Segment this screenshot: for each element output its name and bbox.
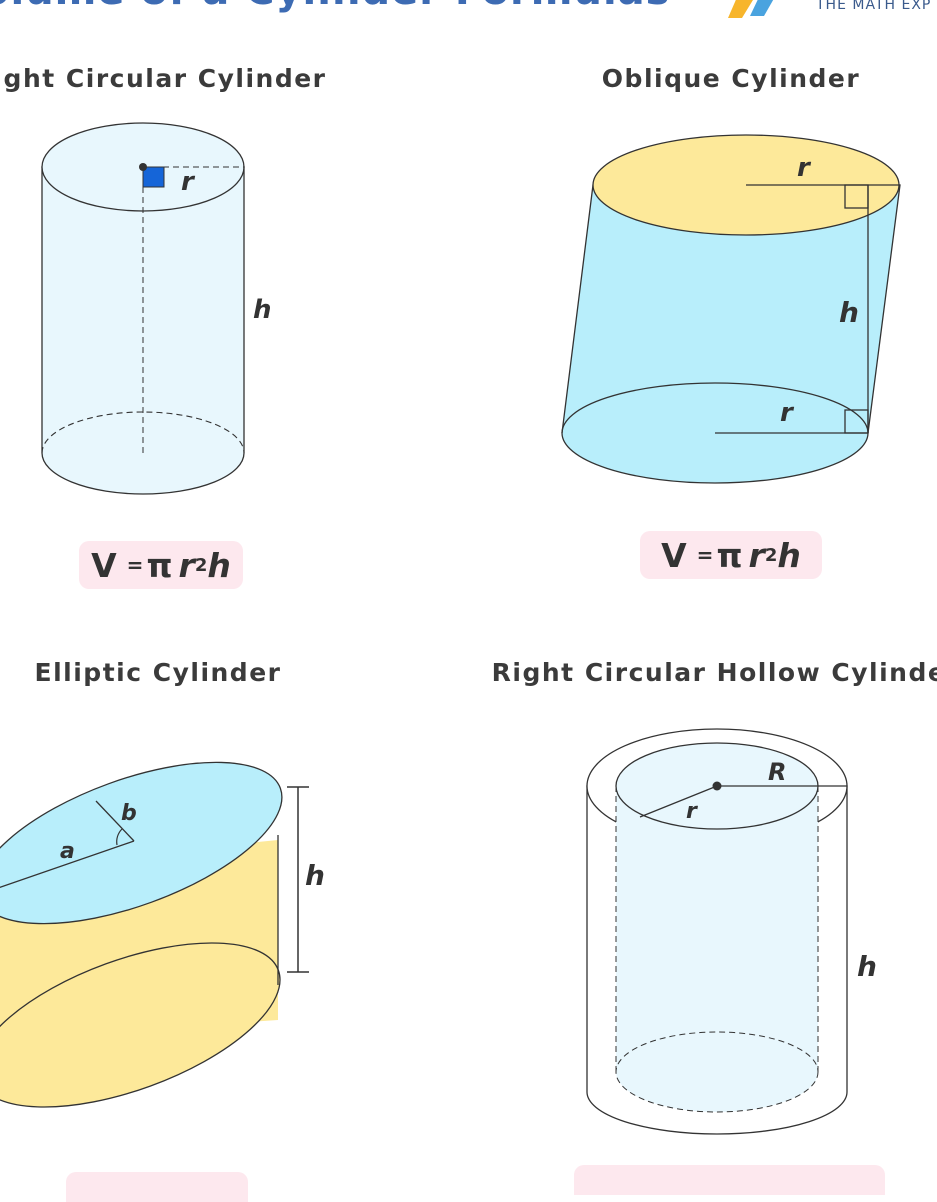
brand-name: THE MATH EXP [816,0,932,13]
hollow-cylinder-volume-formula [574,1165,885,1195]
page-title: olume of a Cylinder Formulas [0,0,670,14]
oblique-top-radius-label: r [797,153,812,183]
formula-pi: π [716,535,743,575]
semi-minor-axis-label: b [121,801,137,826]
formula-volume-symbol: V [91,545,117,585]
formula-radius: r [178,545,195,585]
elliptic-cylinder-diagram [0,761,309,1108]
elliptic-cylinder-volume-formula [66,1172,248,1202]
right-circular-cylinder-title: ight Circular Cylinder [0,64,327,93]
right-circular-cylinder-diagram [41,122,245,495]
hollow-cylinder-diagram [586,728,848,1135]
hollow-height-label: h [857,950,877,983]
oblique-cylinder-diagram [561,134,901,484]
elliptic-height-label: h [305,859,325,892]
oblique-bottom-radius-label: r [780,398,795,428]
formula-equals: = [126,553,144,577]
oblique-height-label: h [839,296,859,329]
right-height-label: h [253,295,272,325]
formula-volume-symbol: V [661,535,687,575]
outer-radius-label: R [768,758,786,786]
semi-major-axis-label: a [60,839,75,864]
logo-icon [728,0,774,18]
formula-equals: = [696,543,714,567]
elliptic-cylinder-title: Elliptic Cylinder [34,658,282,687]
formula-height: h [207,545,231,585]
hollow-cylinder-title: Right Circular Hollow Cylinde [491,658,937,687]
formula-pi: π [146,545,173,585]
formula-height: h [777,535,801,575]
formula-radius: r [748,535,765,575]
oblique-cylinder-title: Oblique Cylinder [601,64,861,93]
formula-exponent: 2 [194,554,208,576]
inner-radius-label: r [686,799,698,824]
right-radius-label: r [181,167,196,197]
formula-exponent: 2 [764,544,778,566]
